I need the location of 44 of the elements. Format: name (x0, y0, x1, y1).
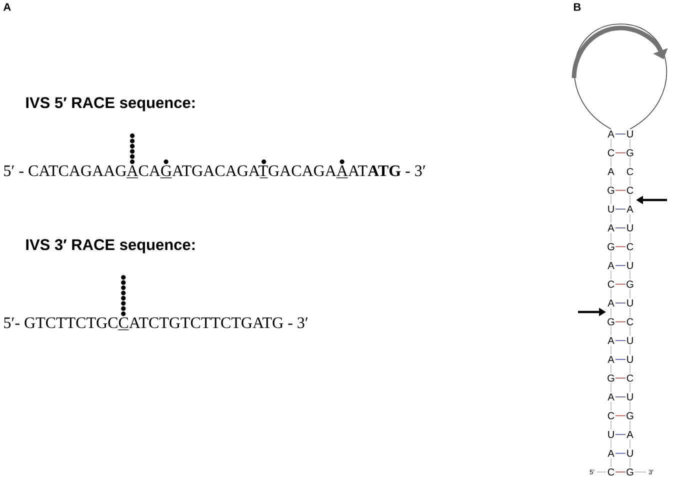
base-letter: C (608, 468, 614, 476)
base-letter: C (608, 280, 614, 288)
base-letter: G (608, 318, 614, 326)
base-letter: U (627, 393, 633, 400)
base-letter: A (608, 168, 614, 176)
base-letter: A (608, 224, 614, 232)
base-letter: A (626, 206, 634, 213)
base-letter: A (608, 356, 614, 363)
base-letter: C (626, 243, 634, 250)
base-letter: G (608, 374, 614, 382)
sequence: 5′ - CATCAGAAGACAGATGACAGATGACAGAAATATG - 3′ (4, 165, 426, 176)
base-letter: C (626, 374, 634, 382)
heading: IVS 5′ RACE sequence: (26, 97, 195, 112)
panel-letter: B (574, 3, 581, 11)
base-letter: G (626, 149, 634, 156)
sequence: 5′- GTCTTCTGCCATCTGTCTTCTGATG - 3′ (4, 317, 308, 328)
base-letter: A (608, 337, 614, 344)
base-letter: U (627, 130, 633, 138)
base-letter: G (626, 468, 634, 476)
base-letter: U (627, 337, 633, 344)
base-letter: G (626, 280, 634, 288)
base-letter: U (627, 356, 633, 363)
base-letter: U (608, 206, 614, 213)
base-letter: C (626, 318, 634, 326)
base-letter: C (608, 149, 614, 156)
base-letter: A (608, 130, 614, 138)
base-letter: G (608, 186, 614, 194)
base-letter: U (627, 450, 633, 457)
base-letter: G (626, 412, 634, 420)
base-letter: U (627, 262, 633, 269)
panel-letter: A (3, 3, 11, 11)
base-letter: C (608, 412, 614, 420)
base-letter: A (626, 431, 634, 438)
base-letter: A (608, 300, 614, 306)
heading: IVS 3′ RACE sequence: (26, 239, 195, 254)
base-letter: C (626, 186, 634, 194)
base-letter: U (608, 431, 614, 438)
base-letter: A (608, 450, 614, 457)
base-letter: U (627, 300, 633, 306)
base-letter: G (608, 243, 614, 250)
base-letter: A (608, 262, 614, 269)
base-letter: C (626, 168, 634, 176)
base-letter: U (627, 224, 633, 232)
base-letter: A (608, 393, 614, 400)
